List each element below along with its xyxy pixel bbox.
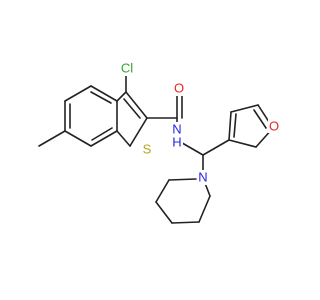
bond — [38, 130, 66, 147]
bond — [155, 179, 170, 203]
bond — [155, 201, 173, 224]
bond — [198, 195, 211, 223]
bond — [230, 104, 259, 113]
furan-oxygen-label: O — [269, 119, 279, 134]
molecule-structure: Cl O S N H O N — [38, 61, 280, 224]
bond — [125, 91, 148, 119]
bond — [171, 221, 200, 224]
sulfur-label: S — [143, 142, 152, 157]
sulfur-atom: S — [141, 142, 153, 157]
bond — [116, 130, 131, 147]
bond — [253, 109, 267, 129]
bond — [64, 85, 92, 102]
bond — [228, 139, 257, 148]
bond — [64, 130, 92, 147]
carbonyl-oxygen-label: O — [174, 81, 184, 96]
chlorine-label: Cl — [121, 61, 133, 76]
bond — [129, 117, 148, 147]
carbonyl-oxygen-atom: O — [173, 81, 185, 96]
amide-hydrogen-label: H — [172, 135, 181, 150]
amide-nitrogen-atom: N H — [171, 122, 183, 150]
bond — [233, 113, 237, 138]
bond — [123, 98, 141, 119]
bond — [90, 130, 118, 147]
bond — [116, 91, 127, 102]
furan-oxygen-atom: O — [268, 118, 280, 134]
piperidine-nitrogen-label: N — [198, 170, 207, 185]
bond — [90, 91, 112, 104]
bond — [202, 139, 230, 156]
bond — [91, 127, 113, 141]
chlorine-atom: Cl — [117, 61, 137, 76]
bonds — [38, 71, 274, 224]
bond — [90, 85, 118, 102]
bond — [228, 111, 232, 141]
piperidine-nitrogen-atom: N — [197, 170, 209, 185]
bond — [168, 178, 197, 181]
amide-nitrogen-label: N — [172, 122, 181, 137]
atom-labels: Cl O S N H O N — [117, 61, 280, 185]
